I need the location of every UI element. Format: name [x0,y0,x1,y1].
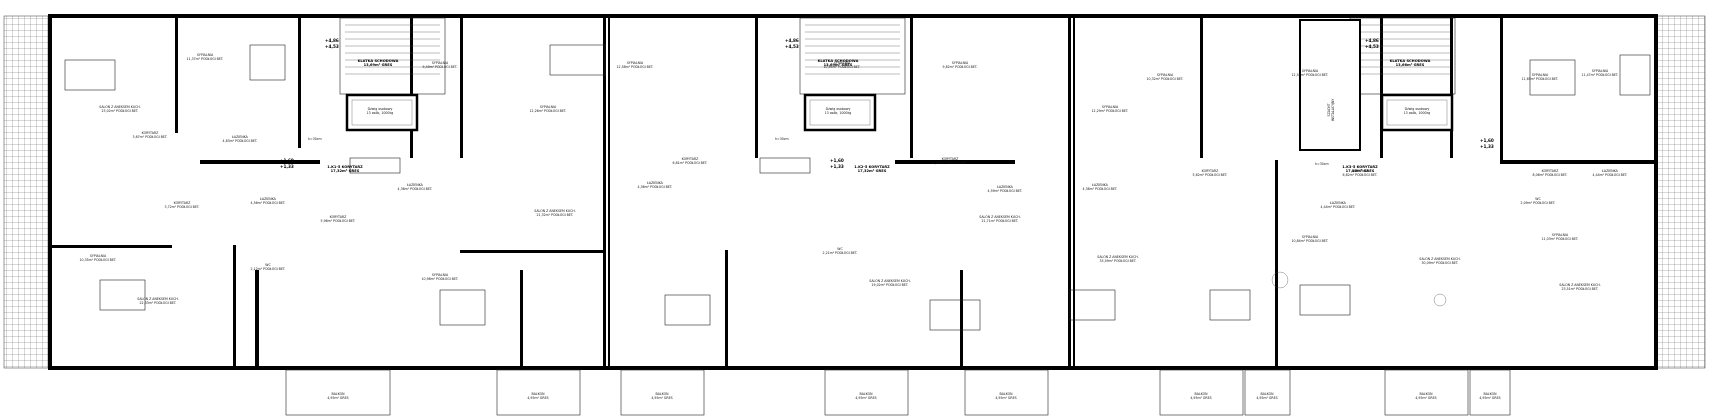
room-label: SALON Z ANEKSEM KUCH.21,32m² PODŁOGI BET… [534,209,575,217]
balconies [285,369,1511,416]
room-label: SALON Z ANEKSEM KUCH.30,09m² PODŁOGI BET… [1419,257,1460,265]
elevation-mark: +4,86+4,53 [1365,38,1379,49]
room-label: SALON Z ANEKSEM KUCH.23,02m² PODŁOGI BET… [99,105,140,113]
room-label: SALON Z ANEKSEM KUCH.33,59m² PODŁOGI BET… [1097,255,1138,263]
elevation-mark: +4,86+4,53 [785,38,799,49]
dimension-note: h=30cm [775,137,789,141]
elevation-mark: +1,60+1,33 [830,158,844,169]
room-label: SALON Z ANEKSEM KUCH.19,02m² PODŁOGI BET… [869,279,910,287]
interior-walls [52,18,1655,366]
furniture [64,44,1651,331]
terrace-east [1654,15,1706,369]
room-label: SALON Z ANEKSEM KUCH.22,33m² PODŁOGI BET… [137,297,178,305]
room-label: SALON Z ANEKSEM KUCH.23,51m² PODŁOGI BET… [1559,283,1600,291]
elevation-mark: +1,60+1,33 [280,158,294,169]
core-2 [759,17,906,174]
elevation-mark: +4,86+4,53 [325,38,339,49]
dimension-note: h=30cm [1315,162,1329,166]
outer-walls [48,14,1658,370]
core-3 [1299,17,1456,151]
core-1 [339,17,446,174]
elevation-mark: +1,60+1,33 [1480,138,1494,149]
dimension-note: h=30cm [308,137,322,141]
shaft-label: SZACHTINSTALACYJNY [1327,99,1335,122]
room-label: SALON Z ANEKSEM KUCH.21,71m² PODŁOGI BET… [979,215,1020,223]
terrace-west [3,15,49,369]
